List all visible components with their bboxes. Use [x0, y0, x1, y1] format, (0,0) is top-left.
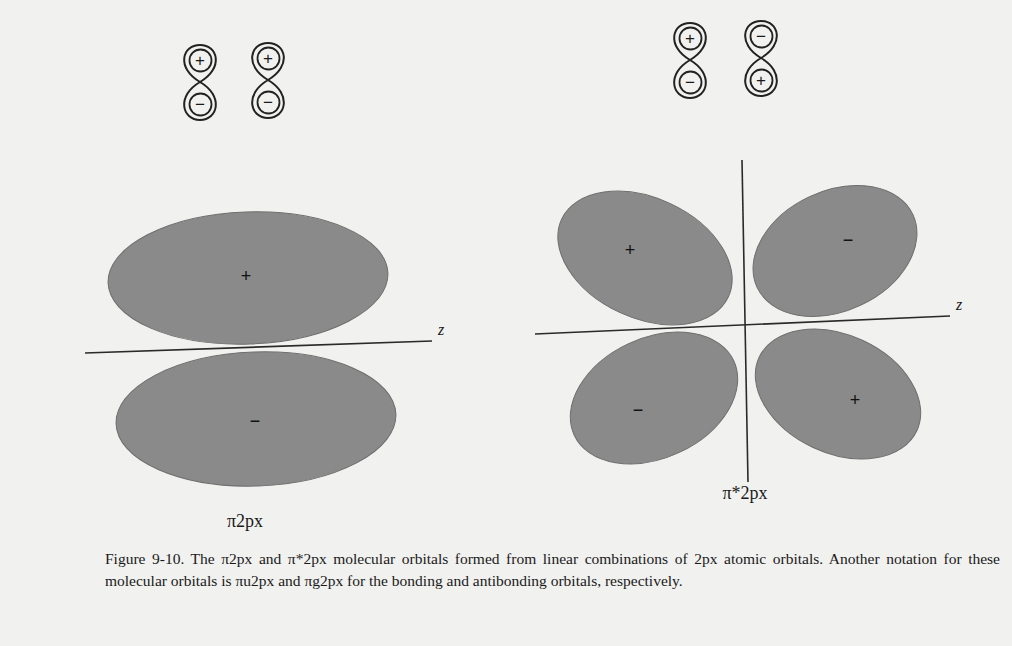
lobe-fill — [106, 208, 390, 348]
nodal-axis — [742, 160, 748, 482]
z-axis — [535, 316, 950, 334]
lobe-fill — [746, 180, 924, 322]
orbital-sign: − — [633, 401, 644, 419]
orbital-sign: + — [241, 267, 252, 285]
sign-circle-line — [679, 27, 701, 49]
sign-circle-line — [750, 25, 772, 47]
orbital-name: π2px — [227, 512, 263, 532]
orbital-sign: − — [263, 94, 273, 111]
lobe-shape — [550, 188, 740, 328]
orbital-sign: + — [756, 72, 766, 89]
sign-circle: − — [749, 24, 774, 49]
lobe-shape — [563, 328, 745, 468]
lobe-fill — [550, 188, 740, 328]
orbital-lobe: + — [105, 208, 391, 348]
p-orbital-outline — [252, 43, 284, 118]
lobe-fill — [563, 328, 745, 468]
sign-circle: + — [749, 68, 774, 93]
orbital-sign: + — [685, 30, 695, 47]
orbital-name: π*2px — [722, 484, 767, 504]
orbital-lobe: − — [746, 180, 924, 322]
sign-circle-line — [257, 91, 279, 113]
orbital-sign: − — [756, 28, 766, 45]
orbital-lobe: + — [748, 325, 928, 463]
lobe-fill — [114, 349, 399, 489]
sign-circle-line — [189, 93, 211, 115]
sign-circle: − — [678, 70, 703, 95]
atomic-orbitals — [184, 21, 777, 120]
orbital-sign: + — [195, 52, 205, 69]
lobe-fill — [748, 325, 928, 463]
orbital-lobe: − — [112, 349, 400, 489]
sign-circle: − — [256, 90, 281, 115]
orbital-sign: + — [625, 241, 636, 259]
p-orbital-outline — [674, 23, 706, 98]
sign-circle-line — [257, 47, 279, 69]
lobe-shape — [746, 180, 924, 322]
axis-label: z — [956, 296, 962, 314]
orbital-sign: − — [250, 412, 261, 430]
orbital-lobe: − — [563, 328, 745, 468]
sign-circle: + — [678, 26, 703, 51]
axis-label: z — [438, 321, 444, 339]
orbital-lobe: + — [550, 188, 740, 328]
sign-circle-line — [189, 49, 211, 71]
p-orbital-outline — [184, 45, 216, 120]
figure-caption: Figure 9-10. The π2px and π*2px molecula… — [105, 548, 1000, 592]
lobe-shape — [748, 325, 928, 463]
sign-circle: + — [256, 46, 281, 71]
orbital-sign: + — [263, 50, 273, 67]
orbital-sign: − — [195, 96, 205, 113]
sign-circle-line — [750, 69, 772, 91]
orbital-sign: − — [685, 74, 695, 91]
orbital-sign: − — [843, 231, 854, 249]
p-orbital-outline — [745, 21, 777, 96]
orbital-sign: + — [850, 391, 861, 409]
sign-circle: + — [188, 48, 213, 73]
sign-circle: − — [188, 92, 213, 117]
sign-circle-line — [679, 71, 701, 93]
